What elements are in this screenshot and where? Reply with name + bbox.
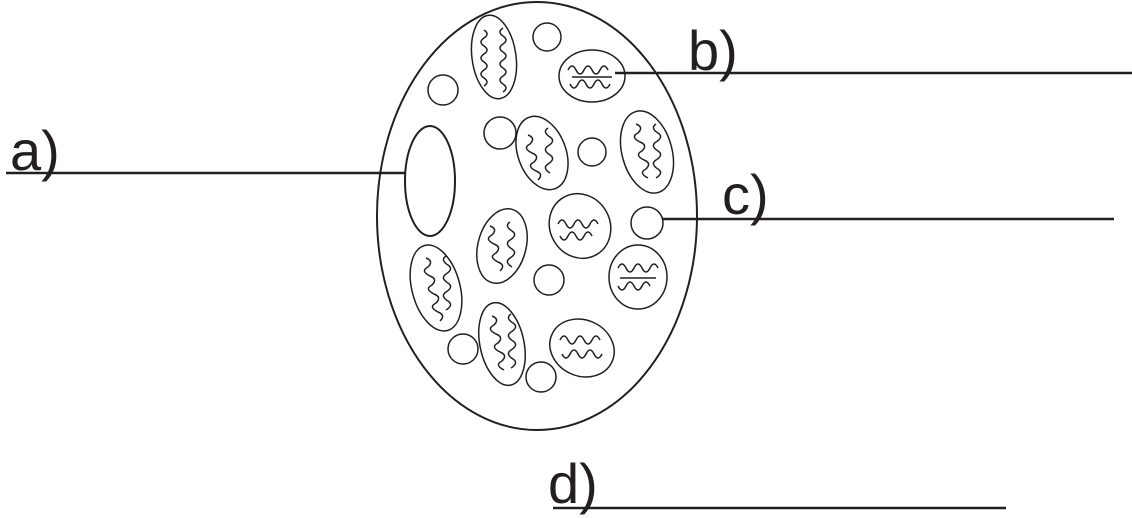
mitochondrion — [548, 192, 612, 260]
granule — [427, 74, 459, 106]
granules — [427, 22, 664, 393]
label-d: d) — [548, 452, 598, 515]
mitochondrion-b — [558, 49, 626, 103]
mitochondrion — [470, 14, 518, 100]
mitochondrion — [515, 115, 569, 191]
granule — [533, 264, 565, 296]
mitochondrion — [409, 244, 463, 332]
mitochondrion — [608, 244, 668, 310]
mitochondrion — [476, 208, 528, 284]
mitochondrion — [478, 301, 526, 387]
mitochondria — [409, 14, 675, 387]
granule — [447, 333, 479, 365]
granule — [525, 361, 557, 393]
cell-outline — [376, 1, 698, 431]
granule-c — [630, 206, 664, 240]
granule — [483, 116, 517, 150]
granule — [577, 137, 607, 167]
mitochondrion — [619, 110, 675, 194]
mitochondrion — [549, 318, 615, 378]
label-b: b) — [688, 19, 738, 82]
label-c: c) — [722, 163, 769, 226]
label-a: a) — [10, 119, 60, 182]
large-oval-structure — [404, 125, 456, 237]
granule — [532, 22, 562, 52]
